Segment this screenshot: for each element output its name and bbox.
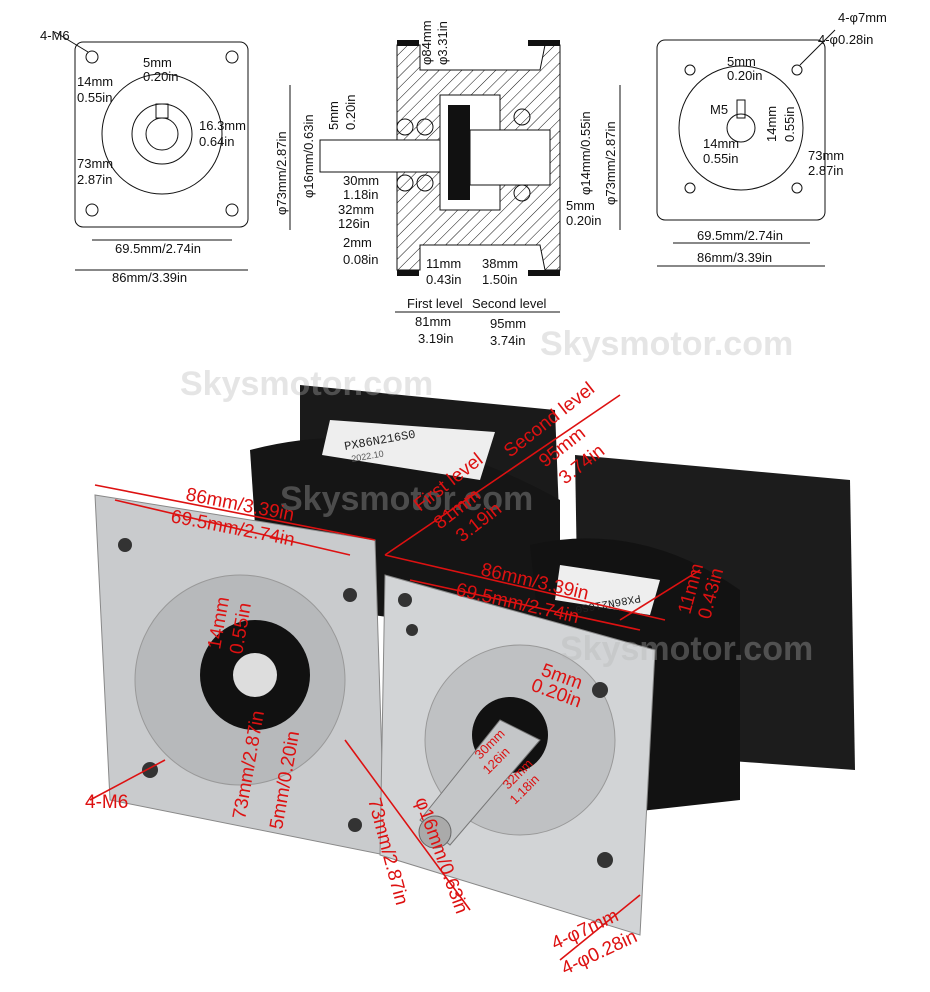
rear-bore2-mm: 14mm [764, 106, 779, 142]
front-hole-spacing: 69.5mm/2.74in [115, 241, 201, 256]
front-view-drawing: 4-M6 5mm 0.20in 14mm 0.55in 16.3mm 0.64i… [40, 28, 249, 285]
section-second-level: Second level [472, 296, 547, 311]
section-input-mm: 38mm [482, 256, 518, 271]
rear-width: 86mm/3.39in [697, 250, 772, 265]
section-key-mm: 5mm [326, 101, 341, 130]
rear-bore2-in: 0.55in [782, 107, 797, 142]
section-output-shaft: φ16mm/0.63in [301, 114, 316, 198]
rear-holes-in: 4-φ0.28in [818, 32, 873, 47]
section-first-in: 3.19in [418, 331, 453, 346]
watermark: Skysmotor.com [180, 365, 433, 403]
rear-holes-mm: 4-φ7mm [838, 10, 887, 25]
section-pilot-left: φ73mm/2.87in [274, 131, 289, 215]
section-shaftlen-mm: 32mm [338, 202, 374, 217]
rear-circle-in: 2.87in [808, 163, 843, 178]
section-input-bore: φ14mm/0.55in [578, 111, 593, 195]
section-keylen-in: 1.18in [343, 187, 378, 202]
watermark: Skysmotor.com [280, 480, 533, 518]
section-key-in: 0.20in [343, 95, 358, 130]
section-outer-dia-mm: φ84mm [419, 20, 434, 65]
rear-view-drawing: 4-φ7mm 4-φ0.28in 5mm 0.20in M5 14mm 0.55… [656, 10, 887, 267]
section-first-mm: 81mm [415, 314, 451, 329]
section-pilot-right: φ73mm/2.87in [603, 121, 618, 205]
photo-thread: 4-M6 [85, 792, 128, 813]
section-first-level: First level [407, 296, 463, 311]
section-second-mm: 95mm [490, 316, 526, 331]
front-keydepth-in: 0.64in [199, 134, 234, 149]
section-keylen-mm: 30mm [343, 173, 379, 188]
rear-circle-mm: 73mm [808, 148, 844, 163]
front-key-mm: 5mm [143, 55, 172, 70]
front-circle-in: 2.87in [77, 172, 112, 187]
section-second-in: 3.74in [490, 333, 525, 348]
rear-bore-mm: 14mm [703, 136, 739, 151]
watermark: Skysmotor.com [540, 325, 793, 363]
section-input-in: 1.50in [482, 272, 517, 287]
product-photo: PX86N216S0 2022.10 PX86N216S0 Skysmotor.… [85, 325, 855, 980]
watermark: Skysmotor.com [560, 630, 813, 668]
section-shaftlen-in: 126in [338, 216, 370, 231]
front-circle-mm: 73mm [77, 156, 113, 171]
section-view-drawing: φ84mm φ3.31in φ73mm/2.87in φ16mm/0.63in … [274, 20, 621, 348]
rear-screw: M5 [710, 102, 728, 117]
front-thread-label: 4-M6 [40, 28, 70, 43]
rear-key-mm: 5mm [727, 54, 756, 69]
rear-key-in: 0.20in [727, 68, 762, 83]
front-key-in: 0.20in [143, 69, 178, 84]
front-keydepth-mm: 16.3mm [199, 118, 246, 133]
section-indepth-mm: 5mm [566, 198, 595, 213]
section-outer-dia-in: φ3.31in [435, 21, 450, 65]
front-shaft-mm: 14mm [77, 74, 113, 89]
front-shaft-in: 0.55in [77, 90, 112, 105]
section-indepth-in: 0.20in [566, 213, 601, 228]
section-flange-mm: 11mm [426, 256, 461, 271]
section-step-mm: 2mm [343, 235, 372, 250]
rear-hole-spacing: 69.5mm/2.74in [697, 228, 783, 243]
front-width: 86mm/3.39in [112, 270, 187, 285]
section-step-in: 0.08in [343, 252, 378, 267]
section-flange-in: 0.43in [426, 272, 461, 287]
rear-bore-in: 0.55in [703, 151, 738, 166]
